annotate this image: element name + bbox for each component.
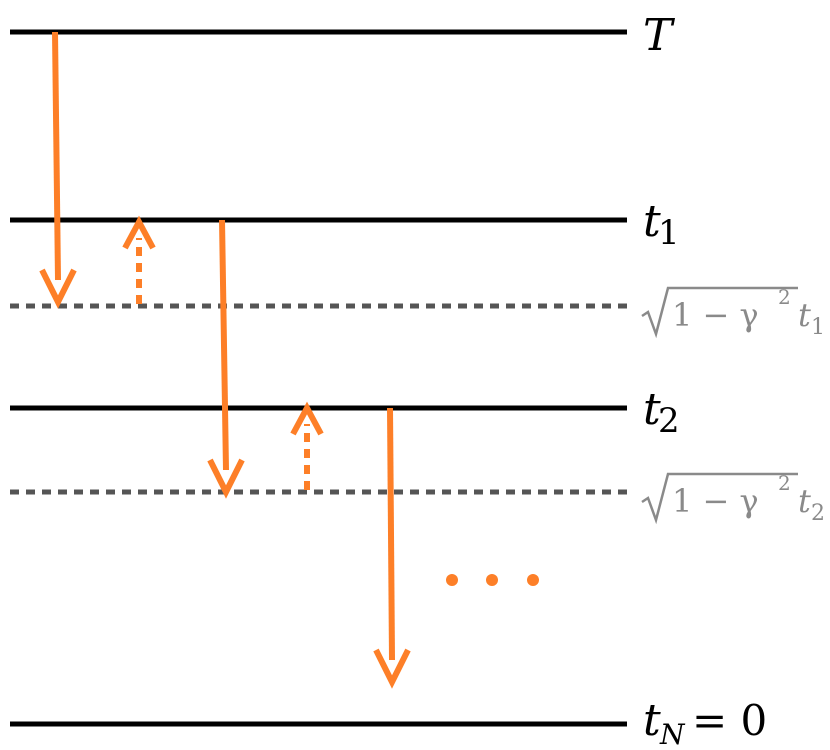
svg-text:t: t	[798, 296, 811, 334]
svg-text:t: t	[643, 695, 661, 746]
label-t2: t 2	[643, 384, 680, 441]
down-arrow-2	[207, 219, 245, 499]
svg-text:2: 2	[811, 501, 825, 526]
ellipsis	[446, 574, 539, 586]
label-intermediate-2: 1 − γ 2 t 2	[641, 471, 825, 526]
svg-text:1 − γ: 1 − γ	[672, 296, 759, 334]
svg-text:2: 2	[778, 471, 791, 495]
svg-text:t: t	[643, 196, 661, 247]
svg-text:1: 1	[811, 315, 825, 340]
label-intermediate-1: 1 − γ 2 t 1	[641, 285, 825, 340]
down-arrow-3	[373, 407, 411, 689]
svg-text:t: t	[798, 482, 811, 520]
svg-text:1: 1	[658, 213, 680, 253]
down-arrow-1	[39, 31, 77, 309]
svg-text:2: 2	[658, 401, 680, 441]
svg-text:1 − γ: 1 − γ	[672, 482, 759, 520]
up-arrow-dotted-2	[290, 401, 324, 490]
label-t1: t 1	[643, 196, 680, 253]
svg-text:2: 2	[778, 285, 791, 309]
svg-text:N: N	[659, 718, 686, 750]
svg-text:t: t	[643, 384, 661, 435]
up-arrow-dotted-1	[122, 215, 156, 304]
label-tN: t N = 0	[643, 695, 767, 750]
label-T: T	[643, 10, 676, 61]
svg-text:= 0: = 0	[692, 696, 767, 745]
